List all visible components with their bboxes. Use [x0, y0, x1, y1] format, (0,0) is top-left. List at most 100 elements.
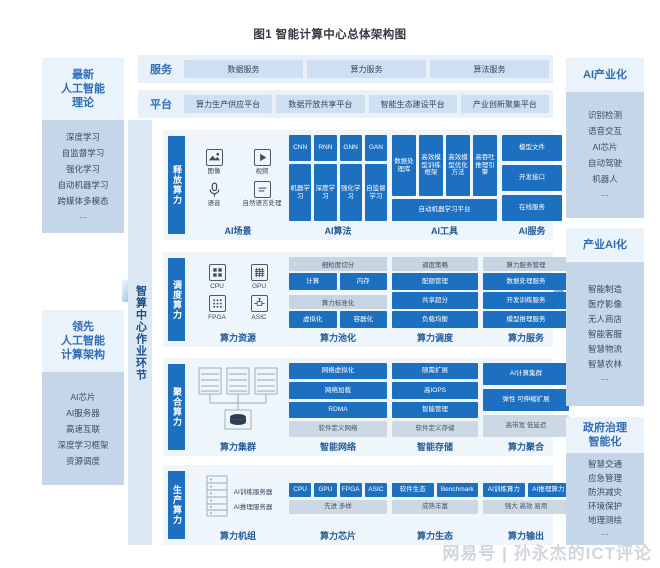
- service-chip[interactable]: 模型文件: [502, 135, 562, 161]
- list-item: ···: [600, 190, 610, 200]
- ecosystem-chip[interactable]: 软件生态: [392, 482, 434, 497]
- group-ai-services: 模型文件 开发接口 在线服务 AI服务: [502, 135, 562, 237]
- pooling-chip[interactable]: 内存: [339, 273, 387, 290]
- tile-video[interactable]: 视频: [240, 148, 284, 176]
- network-chip[interactable]: 网络虚拟化: [289, 363, 387, 380]
- stage-tab-produce-compute[interactable]: 生产算力: [168, 471, 185, 539]
- group-smart-network: 网络虚拟化 网络加载 RDMA 软件定义网络 智能网络: [289, 363, 387, 453]
- algo-chip[interactable]: 强化学习: [339, 164, 362, 221]
- scheduling-chip[interactable]: 负载均衡: [392, 311, 478, 328]
- aggregation-chip-gray[interactable]: 高带宽 低延迟: [483, 415, 569, 437]
- pooling-chip[interactable]: 容器化: [339, 311, 387, 328]
- list-item: 智能客服: [587, 329, 622, 339]
- pooling-chip[interactable]: 计算: [289, 273, 337, 290]
- algo-chip[interactable]: 深度学习: [314, 164, 337, 221]
- chip-item[interactable]: CPU: [289, 482, 312, 497]
- output-chip[interactable]: AI推理算力: [527, 482, 569, 497]
- pooling-header: 细粒度切分: [289, 257, 387, 271]
- ecosystem-attr-gray[interactable]: 成熟丰富: [392, 499, 478, 514]
- list-item: 资源调度: [65, 455, 100, 466]
- list-item: 无人商店: [587, 314, 622, 324]
- compute-service-chip[interactable]: 开发训练服务: [483, 292, 569, 309]
- stage-tab-schedule-compute[interactable]: 调度算力: [168, 258, 185, 341]
- list-item: 智慧交通: [587, 459, 622, 469]
- group-caption: 算力池化: [319, 333, 356, 343]
- right-panel-government-governance: 政府治理 智能化 智慧交通 应急管理 防洪减灾 环境保护 地理测绘 ···: [566, 417, 644, 545]
- pooling-chip[interactable]: 虚拟化: [289, 311, 337, 328]
- group-compute-cluster: 算力集群: [192, 363, 284, 453]
- service-cell[interactable]: 算力服务: [307, 60, 426, 78]
- algo-chip[interactable]: 自监督学习: [364, 164, 387, 221]
- ecosystem-chip[interactable]: Benchmark: [436, 482, 478, 497]
- compute-service-header: 算力服务管理: [483, 257, 569, 271]
- list-item: 应急管理: [587, 473, 622, 483]
- tool-platform-chip[interactable]: 自动机器学习平台: [392, 199, 497, 221]
- group-caption: AI算法: [324, 226, 352, 236]
- algo-chip[interactable]: RNN: [314, 135, 337, 161]
- tile-image[interactable]: 图像: [192, 148, 236, 176]
- list-item: 智慧物流: [587, 344, 622, 354]
- group-caption: 算力调度: [416, 333, 453, 343]
- gpu-icon: [250, 263, 268, 281]
- service-chip[interactable]: 在线服务: [502, 195, 562, 221]
- stage-tab-label: 释放算力: [172, 165, 182, 205]
- service-cell[interactable]: 数据服务: [184, 60, 303, 78]
- list-item: 强化学习: [65, 163, 100, 174]
- algo-chip[interactable]: CNN: [289, 135, 312, 161]
- algo-chip[interactable]: GNN: [339, 135, 362, 161]
- platform-cell[interactable]: 数据开放共享平台: [276, 95, 365, 113]
- aggregation-chip[interactable]: 弹性 可伸缩扩展: [483, 389, 569, 411]
- network-chip[interactable]: RDMA: [289, 401, 387, 418]
- platform-cell[interactable]: 智能生态建设平台: [368, 95, 457, 113]
- tool-chip[interactable]: 高吞吐推理引擎: [473, 135, 497, 196]
- stage-tab-release-compute[interactable]: 释放算力: [168, 136, 185, 234]
- list-item: AI服务器: [66, 407, 100, 418]
- storage-chip[interactable]: 随需扩展: [392, 363, 478, 380]
- network-chip-gray[interactable]: 软件定义网络: [289, 420, 387, 437]
- video-icon: [253, 148, 271, 166]
- list-item: AI芯片: [592, 142, 618, 152]
- group-compute-aggregation: AI计算集群 弹性 可伸缩扩展 高带宽 低延迟 算力聚合: [483, 363, 569, 453]
- chip-item[interactable]: GPU: [314, 482, 337, 497]
- group-caption: 算力集群: [219, 442, 256, 452]
- scheduling-chip[interactable]: 配额管理: [392, 273, 478, 290]
- scheduling-chip[interactable]: 共享超分: [392, 292, 478, 309]
- output-chip[interactable]: AI训练算力: [483, 482, 525, 497]
- pooling-header: 算力标准化: [289, 295, 387, 309]
- service-cell[interactable]: 算法服务: [430, 60, 549, 78]
- chip-item[interactable]: ASIC: [364, 482, 387, 497]
- compute-service-chip[interactable]: 模型推理服务: [483, 311, 569, 328]
- tile-fpga[interactable]: FPGA: [199, 295, 235, 322]
- tile-nlp[interactable]: 自然语言处理: [240, 181, 284, 208]
- algo-chip[interactable]: 机器学习: [289, 164, 312, 221]
- storage-chip[interactable]: 智能管理: [392, 401, 478, 418]
- network-chip[interactable]: 网络加载: [289, 382, 387, 399]
- chip-item[interactable]: FPGA: [339, 482, 362, 497]
- cpu-icon: [208, 263, 226, 281]
- compute-service-chip[interactable]: 数据处理服务: [483, 273, 569, 290]
- chip-attr-gray[interactable]: 先进 多样: [289, 499, 387, 514]
- list-item: ···: [600, 529, 610, 539]
- platform-cell[interactable]: 算力生产供应平台: [184, 95, 273, 113]
- left-panel-ai-theory: 最新 人工智能 理论 深度学习 自监督学习 强化学习 自动机器学习 跨媒体多模态…: [42, 58, 124, 233]
- aggregation-chip[interactable]: AI计算集群: [483, 363, 569, 385]
- machine-label: AI推理服务器: [233, 503, 273, 511]
- tool-chip[interactable]: 数据处理库: [392, 135, 416, 196]
- stage-tab-label: 调度算力: [172, 279, 182, 320]
- output-attr-gray[interactable]: 强大 高效 易用: [483, 499, 569, 514]
- list-item: 高速互联: [65, 423, 100, 434]
- tool-chip[interactable]: 高效模型优化方法: [446, 135, 470, 196]
- microphone-icon: [206, 181, 223, 198]
- platform-cell[interactable]: 产业创新聚集平台: [460, 95, 549, 113]
- service-chip[interactable]: 开发接口: [502, 165, 562, 191]
- tile-speech[interactable]: 语音: [192, 181, 236, 208]
- tool-chip[interactable]: 高效模型训练框架: [419, 135, 443, 196]
- tile-gpu[interactable]: GPU: [241, 263, 277, 291]
- tile-cpu[interactable]: CPU: [199, 263, 235, 291]
- storage-chip[interactable]: 高IOPS: [392, 382, 478, 399]
- algo-chip[interactable]: GAN: [364, 135, 387, 161]
- tile-asic[interactable]: ASIC: [241, 295, 277, 322]
- left-panel-ai-architecture: 领先 人工智能 计算架构 AI芯片 AI服务器 高速互联 深度学习框架 资源调度: [42, 310, 124, 485]
- storage-chip-gray[interactable]: 软件定义存储: [392, 420, 478, 437]
- stage-tab-aggregate-compute[interactable]: 聚合算力: [168, 364, 185, 450]
